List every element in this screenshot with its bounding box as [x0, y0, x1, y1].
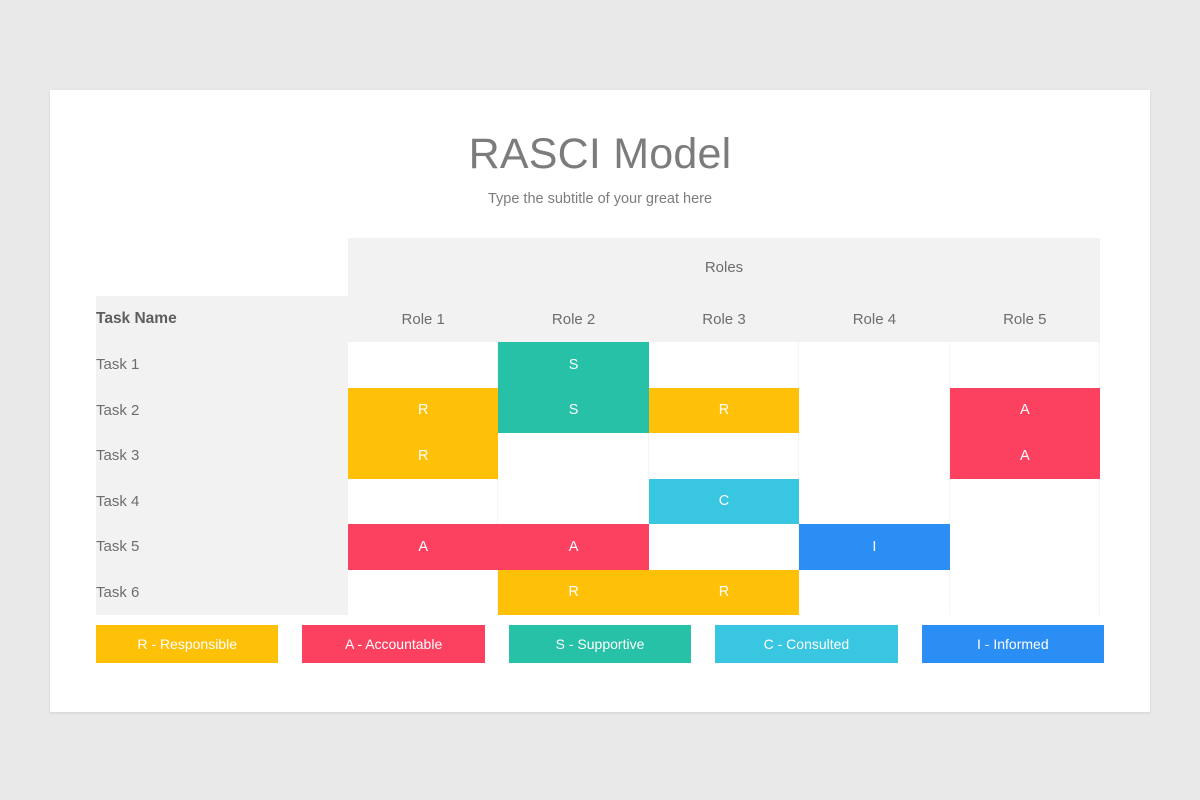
table-row: Task 1 S [96, 342, 1100, 388]
matrix-cell-r3-c3[interactable] [648, 433, 800, 479]
matrix-cell-r2-c4[interactable] [799, 387, 950, 433]
matrix-cell-r5-c4[interactable]: I [799, 524, 950, 570]
matrix-cell-r4-c4[interactable] [799, 478, 950, 524]
page-title: RASCI Model [468, 130, 732, 178]
legend: R - Responsible A - Accountable S - Suppor… [96, 625, 1105, 663]
task-name-cell: Task 6 [96, 569, 348, 615]
task-name-cell: Task 4 [96, 478, 348, 524]
matrix-cell-r1-c1[interactable] [348, 342, 499, 388]
task-name-cell: Task 2 [96, 387, 348, 433]
column-header-role-5: Role 5 [949, 296, 1100, 342]
matrix-cell-r1-c3[interactable] [648, 342, 800, 388]
page-subtitle: Type the subtitle of your great here [487, 191, 713, 208]
column-header-role-4: Role 4 [799, 296, 950, 342]
task-name-cell: Task 3 [96, 433, 348, 479]
matrix-cell-r6-c4[interactable] [799, 569, 950, 615]
column-header-task-name: Task Name [96, 296, 348, 342]
legend-pill-s[interactable]: S - Supportive [508, 625, 692, 663]
legend-pill-c[interactable]: C - Consulted [715, 625, 898, 663]
task-name-cell: Task 1 [96, 342, 348, 388]
matrix-cell-r4-c1[interactable] [348, 478, 499, 524]
column-header-role-1: Role 1 [348, 296, 499, 342]
matrix-cell-r5-c1[interactable]: A [348, 524, 499, 570]
matrix-cell-r3-c2[interactable] [498, 433, 649, 479]
matrix-cell-r6-c3[interactable]: R [648, 569, 800, 615]
task-name-cell: Task 5 [96, 524, 348, 570]
matrix-group-header-row: Roles [96, 238, 1100, 296]
matrix-cell-r2-c3[interactable]: R [648, 387, 800, 433]
group-header-roles: Roles [348, 238, 1100, 296]
matrix-cell-r1-c2[interactable]: S [498, 342, 649, 388]
matrix-cell-r6-c1[interactable] [348, 569, 499, 615]
matrix-cell-r6-c5[interactable] [949, 569, 1100, 615]
matrix-cell-r1-c4[interactable] [799, 342, 950, 388]
matrix-cell-r2-c5[interactable]: A [949, 387, 1100, 433]
matrix-cell-r6-c2[interactable]: R [498, 569, 649, 615]
slide-card: RASCI Model Type the subtitle of your gr… [50, 90, 1150, 712]
matrix-cell-r3-c5[interactable]: A [949, 433, 1100, 479]
matrix-cell-r5-c3[interactable] [648, 524, 800, 570]
matrix-cell-r2-c2[interactable]: S [498, 387, 649, 433]
legend-pill-r[interactable]: R - Responsible [96, 625, 279, 663]
table-row: Task 4 C [96, 478, 1100, 524]
matrix-cell-r5-c2[interactable]: A [498, 524, 649, 570]
group-header-spacer [96, 238, 348, 296]
matrix-cell-r3-c4[interactable] [799, 433, 950, 479]
matrix-cell-r1-c5[interactable] [949, 342, 1100, 388]
matrix-cell-r2-c1[interactable]: R [348, 387, 499, 433]
matrix-cell-r4-c2[interactable] [498, 478, 649, 524]
heading-block: RASCI Model Type the subtitle of your gr… [50, 90, 1150, 207]
legend-pill-a[interactable]: A - Accountable [302, 625, 485, 663]
column-header-role-3: Role 3 [648, 296, 800, 342]
legend-pill-i[interactable]: I - Informed [921, 625, 1105, 663]
matrix-cell-r4-c5[interactable] [949, 478, 1100, 524]
matrix-cell-r5-c5[interactable] [949, 524, 1100, 570]
column-header-role-2: Role 2 [498, 296, 649, 342]
matrix-cell-r4-c3[interactable]: C [648, 478, 800, 524]
matrix-cell-r3-c1[interactable]: R [348, 433, 499, 479]
